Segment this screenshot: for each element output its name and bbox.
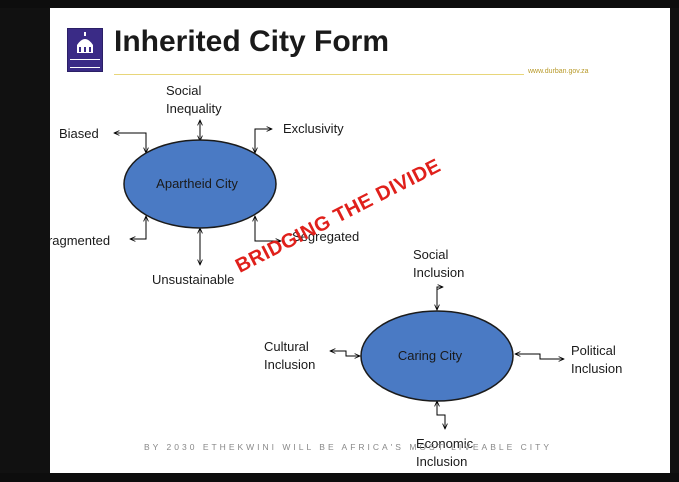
connector-exclusivity [255, 129, 272, 153]
connector-cultural-inclusion [330, 351, 360, 356]
city-form-diagram: Apartheid City Caring City Social Inequa… [50, 83, 622, 469]
top-window-bar [0, 0, 679, 8]
connector-fragmented [130, 216, 146, 239]
city-hall-dome-icon [77, 32, 93, 53]
label-economic-inclusion: Economic Inclusion [416, 436, 477, 469]
logo-wordmark [70, 59, 100, 68]
connector-economic-inclusion [437, 401, 445, 429]
label-social-inclusion: Social Inclusion [413, 247, 464, 280]
label-cultural-inclusion: Cultural Inclusion [264, 339, 315, 372]
slide-title: Inherited City Form [114, 25, 390, 58]
apartheid-city-ellipse [123, 139, 277, 229]
connector-social-inclusion [437, 287, 443, 310]
label-social-inequality: Social Inequality [166, 83, 222, 116]
label-exclusivity: Exclusivity [283, 121, 344, 136]
caring-city-label: Caring City [398, 348, 463, 363]
label-biased: Biased [59, 126, 99, 141]
slide: Inherited City Form www.durban.gov.za Ap… [50, 8, 670, 473]
caring-city-ellipse [360, 310, 514, 402]
label-unsustainable: Unsustainable [152, 272, 234, 287]
apartheid-city-label: Apartheid City [156, 176, 238, 191]
vision-tagline: BY 2030 ETHEKWINI WILL BE AFRICA'S MOST … [144, 442, 552, 452]
connector-political-inclusion [515, 354, 564, 359]
label-fragmented: Fragmented [50, 233, 110, 248]
connector-biased [114, 133, 146, 153]
title-underline [114, 74, 524, 75]
label-segregated: Segregated [292, 229, 359, 244]
label-political-inclusion: Political Inclusion [571, 343, 622, 376]
bottom-window-bar [0, 473, 679, 482]
connector-segregated [255, 216, 281, 241]
municipality-logo [67, 28, 103, 72]
website-url: www.durban.gov.za [528, 68, 589, 75]
